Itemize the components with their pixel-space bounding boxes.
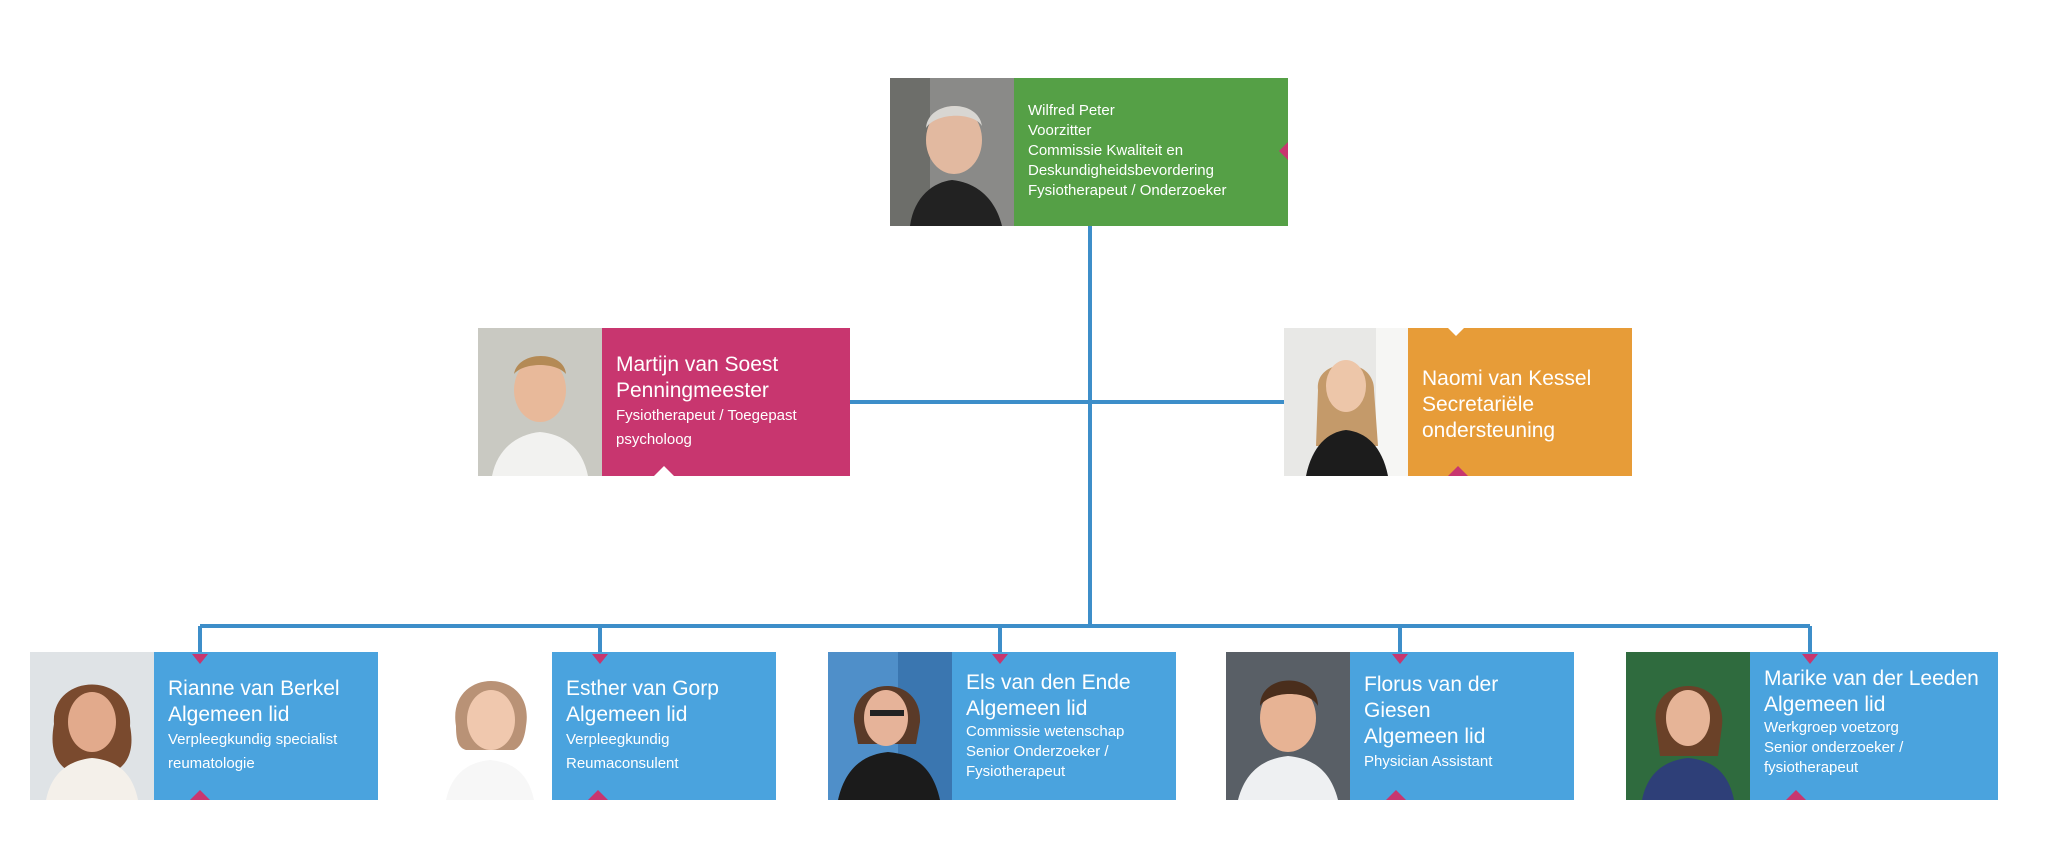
person-avatar-icon <box>828 652 952 800</box>
person-avatar-icon <box>890 78 1014 226</box>
chair-name: Wilfred Peter <box>1028 102 1115 119</box>
member-3-line3: Commissie wetenschap <box>966 723 1125 740</box>
member-3-line5: Fysiotherapeut <box>966 763 1066 780</box>
member-1-name: Rianne van Berkel <box>168 677 340 700</box>
info-member-4: Florus van der Giesen Algemeen lid Physi… <box>1350 652 1574 800</box>
member-3-name: Els van den Ende <box>966 671 1131 694</box>
person-avatar-icon <box>478 328 602 476</box>
member-5-line3: Werkgroep voetzorg <box>1764 719 1899 736</box>
member-2-line3: Verpleegkundig <box>566 731 670 748</box>
photo-member-2 <box>428 652 552 800</box>
chair-line3: Commissie Kwaliteit en <box>1028 142 1184 159</box>
card-member-3: Els van den Ende Algemeen lid Commissie … <box>828 652 1176 800</box>
member-3-line4: Senior Onderzoeker / <box>966 743 1109 760</box>
photo-member-3 <box>828 652 952 800</box>
person-avatar-icon <box>1626 652 1750 800</box>
secretary-name: Naomi van Kessel <box>1422 367 1592 390</box>
member-4-line3: Physician Assistant <box>1364 753 1493 770</box>
treasurer-name: Martijn van Soest <box>616 353 779 376</box>
card-member-5: Marike van der Leeden Algemeen lid Werkg… <box>1626 652 1998 800</box>
member-5-line4: Senior onderzoeker / <box>1764 739 1904 756</box>
connector-notch-icon <box>1786 790 1806 800</box>
info-member-1: Rianne van Berkel Algemeen lid Verpleegk… <box>154 652 378 800</box>
chair-line5: Fysiotherapeut / Onderzoeker <box>1028 182 1227 199</box>
member-2-name: Esther van Gorp <box>566 677 719 700</box>
member-5-line5: fysiotherapeut <box>1764 759 1859 776</box>
card-secretary: Naomi van Kessel Secretariële ondersteun… <box>1284 328 1632 476</box>
connector-notch-icon <box>1448 466 1468 476</box>
member-1-line4: reumatologie <box>168 755 255 772</box>
chair-line4: Deskundigheidsbevordering <box>1028 162 1214 179</box>
member-1-line3: Verpleegkundig specialist <box>168 731 338 748</box>
member-4-name: Florus van der <box>1364 673 1499 696</box>
member-2-role: Algemeen lid <box>566 703 688 726</box>
secretary-line3: ondersteuning <box>1422 419 1556 442</box>
member-1-role: Algemeen lid <box>168 703 290 726</box>
treasurer-line4: psycholoog <box>616 431 692 448</box>
treasurer-line3: Fysiotherapeut / Toegepast <box>616 407 797 424</box>
connector-notch-icon <box>654 466 674 476</box>
member-5-name: Marike van der Leeden <box>1764 667 1979 690</box>
info-chair: Wilfred Peter Voorzitter Commissie Kwali… <box>1014 78 1288 226</box>
connector-notch-icon <box>1386 790 1406 800</box>
member-2-line4: Reumaconsulent <box>566 755 679 772</box>
member-4-role: Algemeen lid <box>1364 725 1486 748</box>
treasurer-role: Penningmeester <box>616 379 769 402</box>
member-4-name2: Giesen <box>1364 699 1431 722</box>
info-member-3: Els van den Ende Algemeen lid Commissie … <box>952 652 1176 800</box>
photo-member-5 <box>1626 652 1750 800</box>
secretary-role: Secretariële <box>1422 393 1535 416</box>
photo-member-4 <box>1226 652 1350 800</box>
chair-role: Voorzitter <box>1028 122 1092 139</box>
info-treasurer: Martijn van Soest Penningmeester Fysioth… <box>602 328 850 476</box>
card-member-2: Esther van Gorp Algemeen lid Verpleegkun… <box>428 652 776 800</box>
member-5-role: Algemeen lid <box>1764 693 1886 716</box>
photo-chair <box>890 78 1014 226</box>
connector-notch-icon <box>1279 142 1288 160</box>
info-secretary: Naomi van Kessel Secretariële ondersteun… <box>1408 328 1632 476</box>
photo-treasurer <box>478 328 602 476</box>
person-avatar-icon <box>428 652 552 800</box>
info-member-5: Marike van der Leeden Algemeen lid Werkg… <box>1750 652 1998 800</box>
connector-notch-icon <box>1448 328 1464 336</box>
info-member-2: Esther van Gorp Algemeen lid Verpleegkun… <box>552 652 776 800</box>
connector-notch-icon <box>190 790 210 800</box>
person-avatar-icon <box>1226 652 1350 800</box>
card-treasurer: Martijn van Soest Penningmeester Fysioth… <box>478 328 850 476</box>
member-3-role: Algemeen lid <box>966 697 1088 720</box>
card-member-4: Florus van der Giesen Algemeen lid Physi… <box>1226 652 1574 800</box>
person-avatar-icon <box>30 652 154 800</box>
card-member-1: Rianne van Berkel Algemeen lid Verpleegk… <box>30 652 378 800</box>
photo-secretary <box>1284 328 1408 476</box>
connector-notch-icon <box>588 790 608 800</box>
card-chair: Wilfred Peter Voorzitter Commissie Kwali… <box>890 78 1288 226</box>
photo-member-1 <box>30 652 154 800</box>
person-avatar-icon <box>1284 328 1408 476</box>
